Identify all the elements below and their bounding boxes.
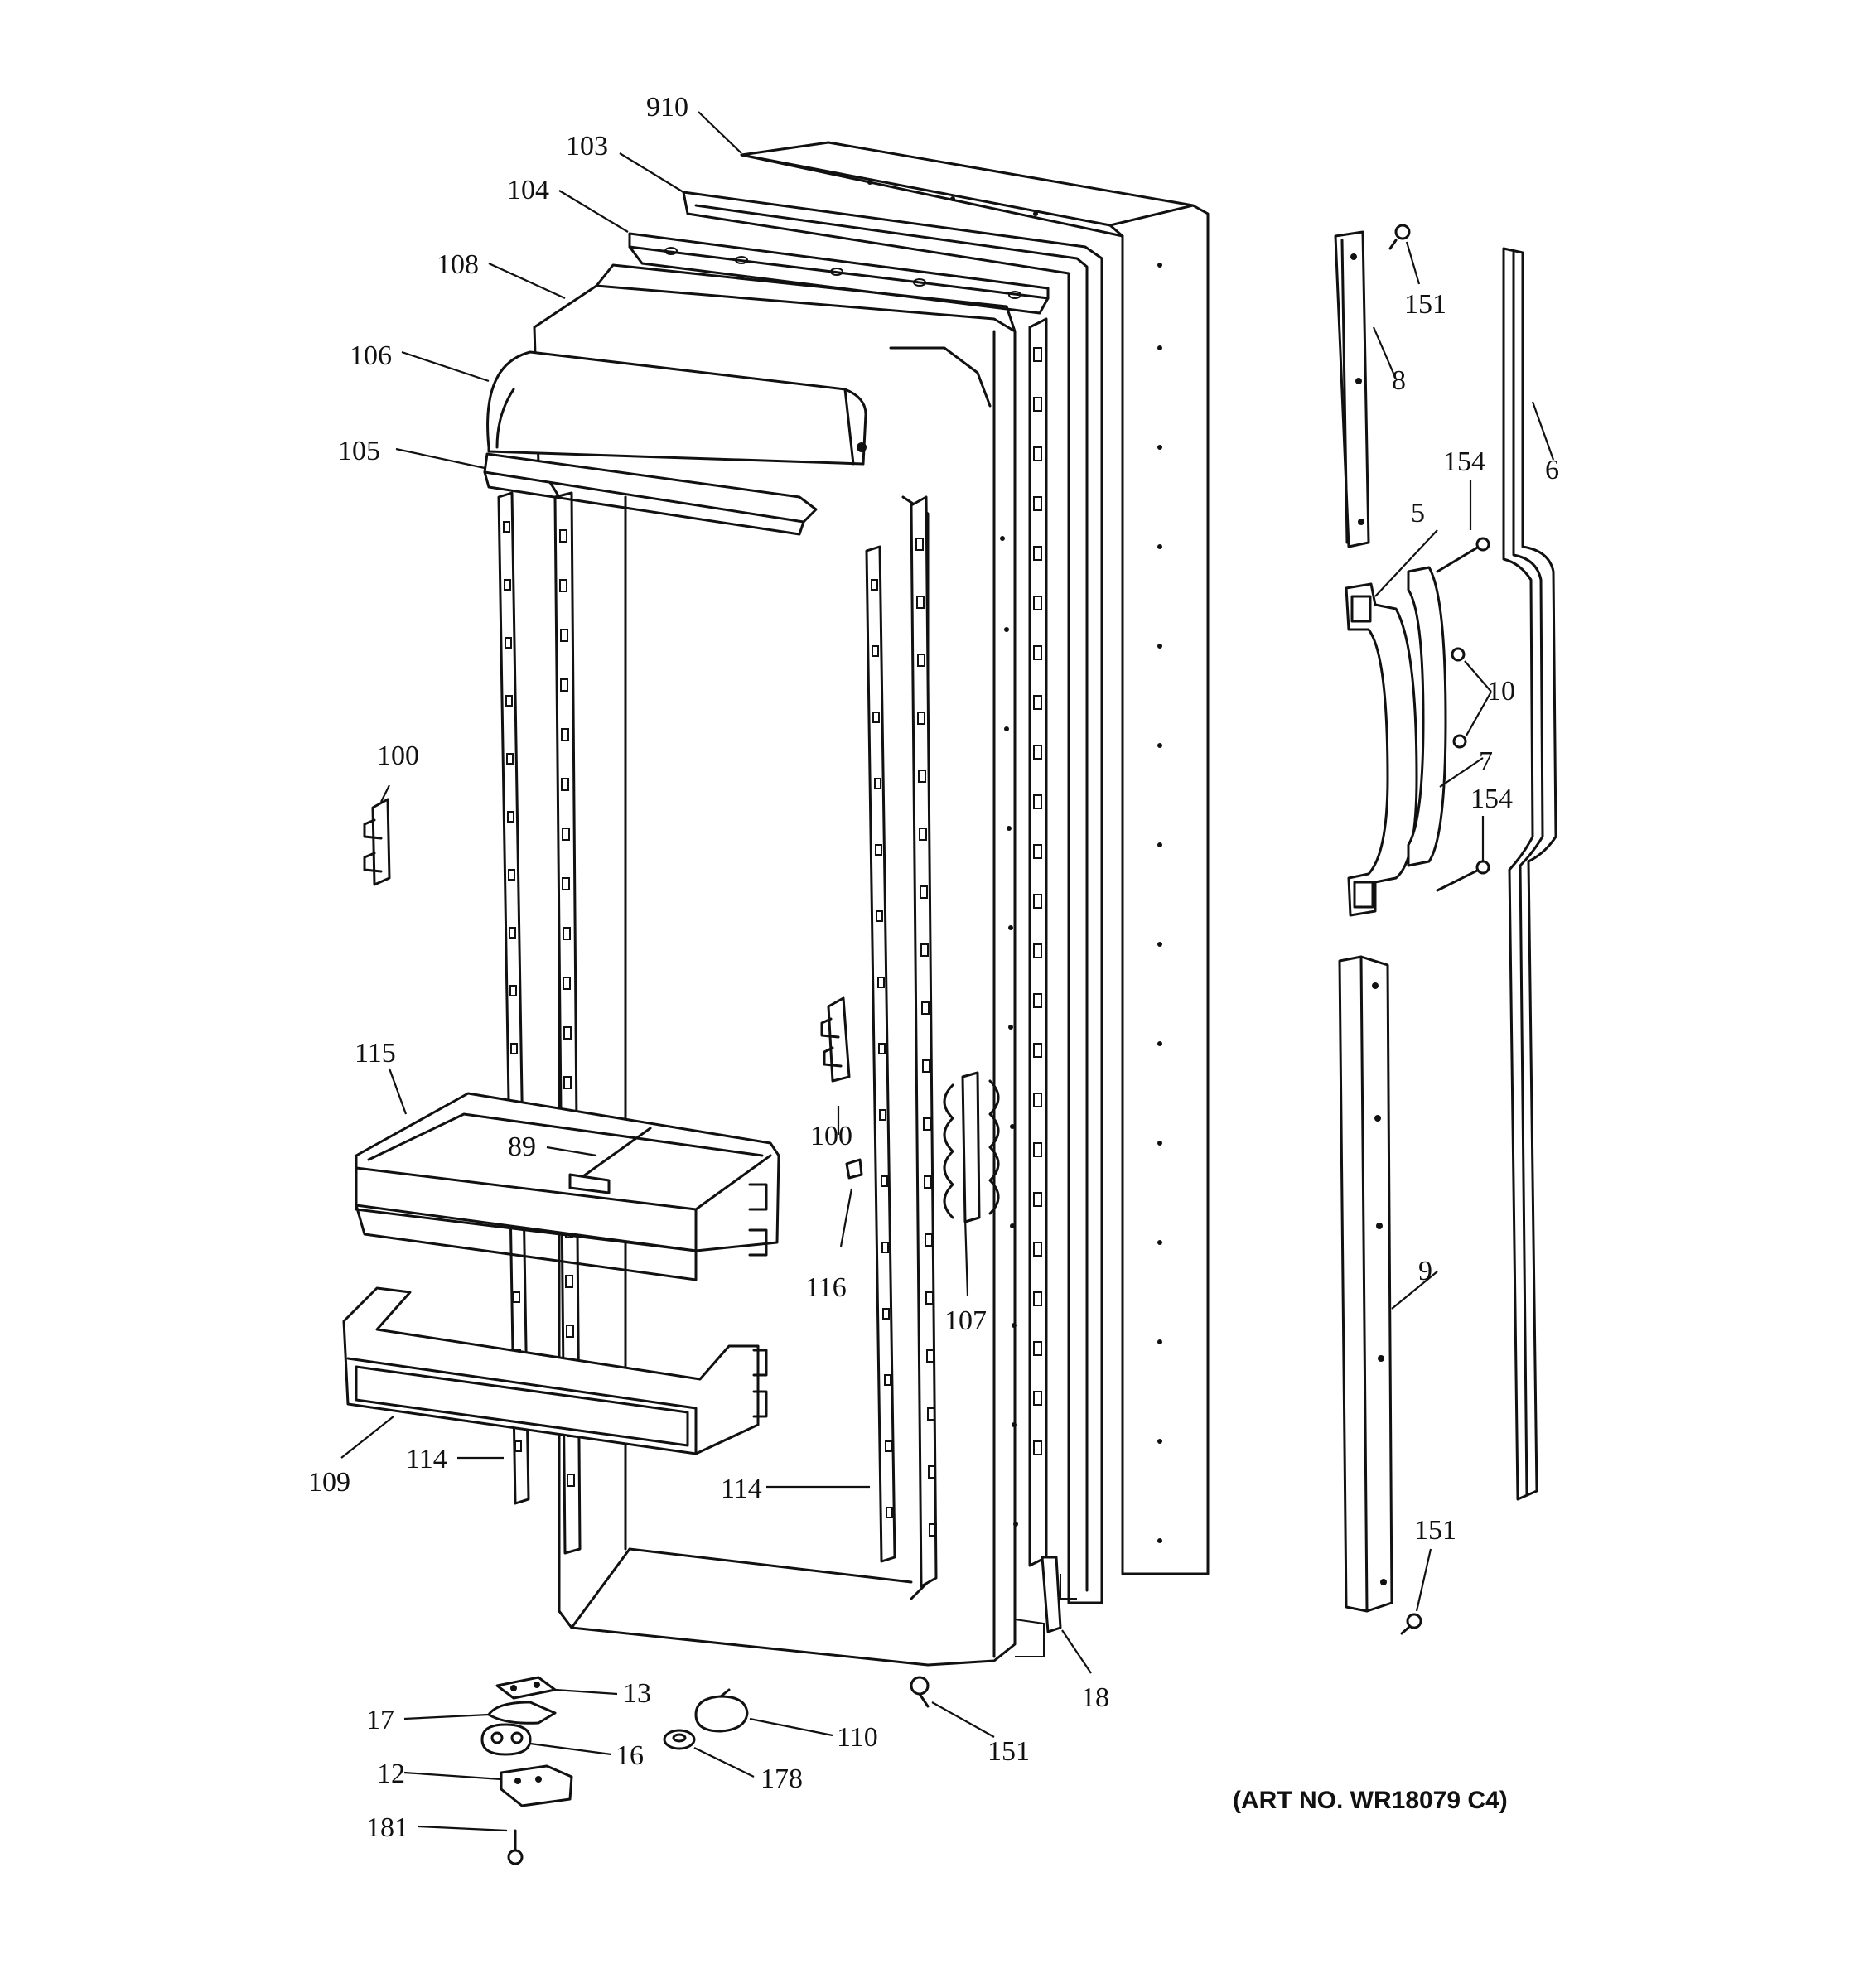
screws-10 xyxy=(1451,647,1467,749)
callout-108: 108 xyxy=(437,249,479,280)
dairy-door-trim xyxy=(483,452,818,536)
cap-110 xyxy=(694,1688,749,1733)
shelf-rail-right xyxy=(865,545,896,1563)
door-handle-5 xyxy=(1345,582,1418,917)
callout-7: 7 xyxy=(1479,746,1493,777)
handle-mount-8 xyxy=(1334,230,1370,548)
callout-116: 116 xyxy=(805,1272,847,1303)
callout-8: 8 xyxy=(1392,365,1406,396)
outer-door-panel xyxy=(740,141,1210,1575)
callout-154-top: 154 xyxy=(1443,446,1485,477)
clip-116 xyxy=(845,1158,863,1180)
door-bin-lower xyxy=(342,1286,768,1455)
door-gasket xyxy=(682,191,1103,1604)
callout-9: 9 xyxy=(1418,1256,1432,1286)
callout-151-bottom: 151 xyxy=(988,1736,1030,1767)
callout-114-right: 114 xyxy=(721,1474,762,1504)
callout-109: 109 xyxy=(308,1467,350,1498)
handle-cap-7 xyxy=(1407,566,1447,867)
liner-right-rail xyxy=(1028,317,1048,1567)
handle-cover-107 xyxy=(943,1071,1000,1223)
hinge-bushing-16 xyxy=(480,1723,532,1756)
callout-12: 12 xyxy=(377,1759,405,1789)
callout-6: 6 xyxy=(1545,455,1559,485)
callout-151-right: 151 xyxy=(1414,1515,1456,1546)
screw-154-bottom xyxy=(1436,860,1490,892)
callout-100-left: 100 xyxy=(377,741,419,771)
hinge-shim-17 xyxy=(487,1701,557,1725)
callout-154-bottom: 154 xyxy=(1470,784,1513,814)
callout-114-left: 114 xyxy=(406,1444,447,1474)
screw-181 xyxy=(507,1829,524,1865)
callout-115: 115 xyxy=(355,1038,396,1069)
callout-10: 10 xyxy=(1487,676,1515,707)
liner-inner-right-rail xyxy=(910,495,938,1588)
screw-151-top xyxy=(1388,224,1411,250)
callout-105: 105 xyxy=(338,436,380,466)
callout-labels: 910 103 104 108 106 105 100 115 89 100 1… xyxy=(308,92,1559,1843)
callout-103: 103 xyxy=(566,131,608,162)
callout-107: 107 xyxy=(944,1305,987,1336)
callout-106: 106 xyxy=(350,340,392,371)
callout-178: 178 xyxy=(761,1764,803,1794)
callout-16: 16 xyxy=(616,1740,644,1771)
trim-strip-6 xyxy=(1502,247,1557,1501)
callout-104: 104 xyxy=(507,175,549,205)
hinge-bracket-12 xyxy=(500,1764,573,1807)
callout-13: 13 xyxy=(623,1678,651,1709)
callout-5: 5 xyxy=(1411,498,1425,528)
callout-110: 110 xyxy=(837,1722,878,1753)
shelf-support-right xyxy=(820,996,851,1083)
dairy-door xyxy=(486,350,867,466)
callout-89: 89 xyxy=(508,1132,536,1162)
callout-100-right: 100 xyxy=(810,1121,852,1151)
callout-151-top: 151 xyxy=(1404,289,1446,320)
door-bin-upper xyxy=(355,1092,780,1281)
hinge-shim-13 xyxy=(495,1676,557,1700)
callout-17: 17 xyxy=(366,1705,394,1735)
screw-151-right xyxy=(1400,1613,1422,1635)
art-number: (ART NO. WR18079 C4) xyxy=(1233,1787,1508,1814)
breaker-strip-side xyxy=(1041,1556,1062,1633)
screw-154-top xyxy=(1436,537,1490,573)
washer-178 xyxy=(663,1729,696,1750)
callout-910: 910 xyxy=(646,92,688,123)
callout-18: 18 xyxy=(1081,1682,1109,1713)
callout-181: 181 xyxy=(366,1812,408,1843)
handle-mount-9 xyxy=(1338,955,1393,1613)
leader-lines xyxy=(340,111,1555,1832)
shelf-support-left xyxy=(363,798,391,886)
screw-151-bottom xyxy=(910,1676,930,1708)
